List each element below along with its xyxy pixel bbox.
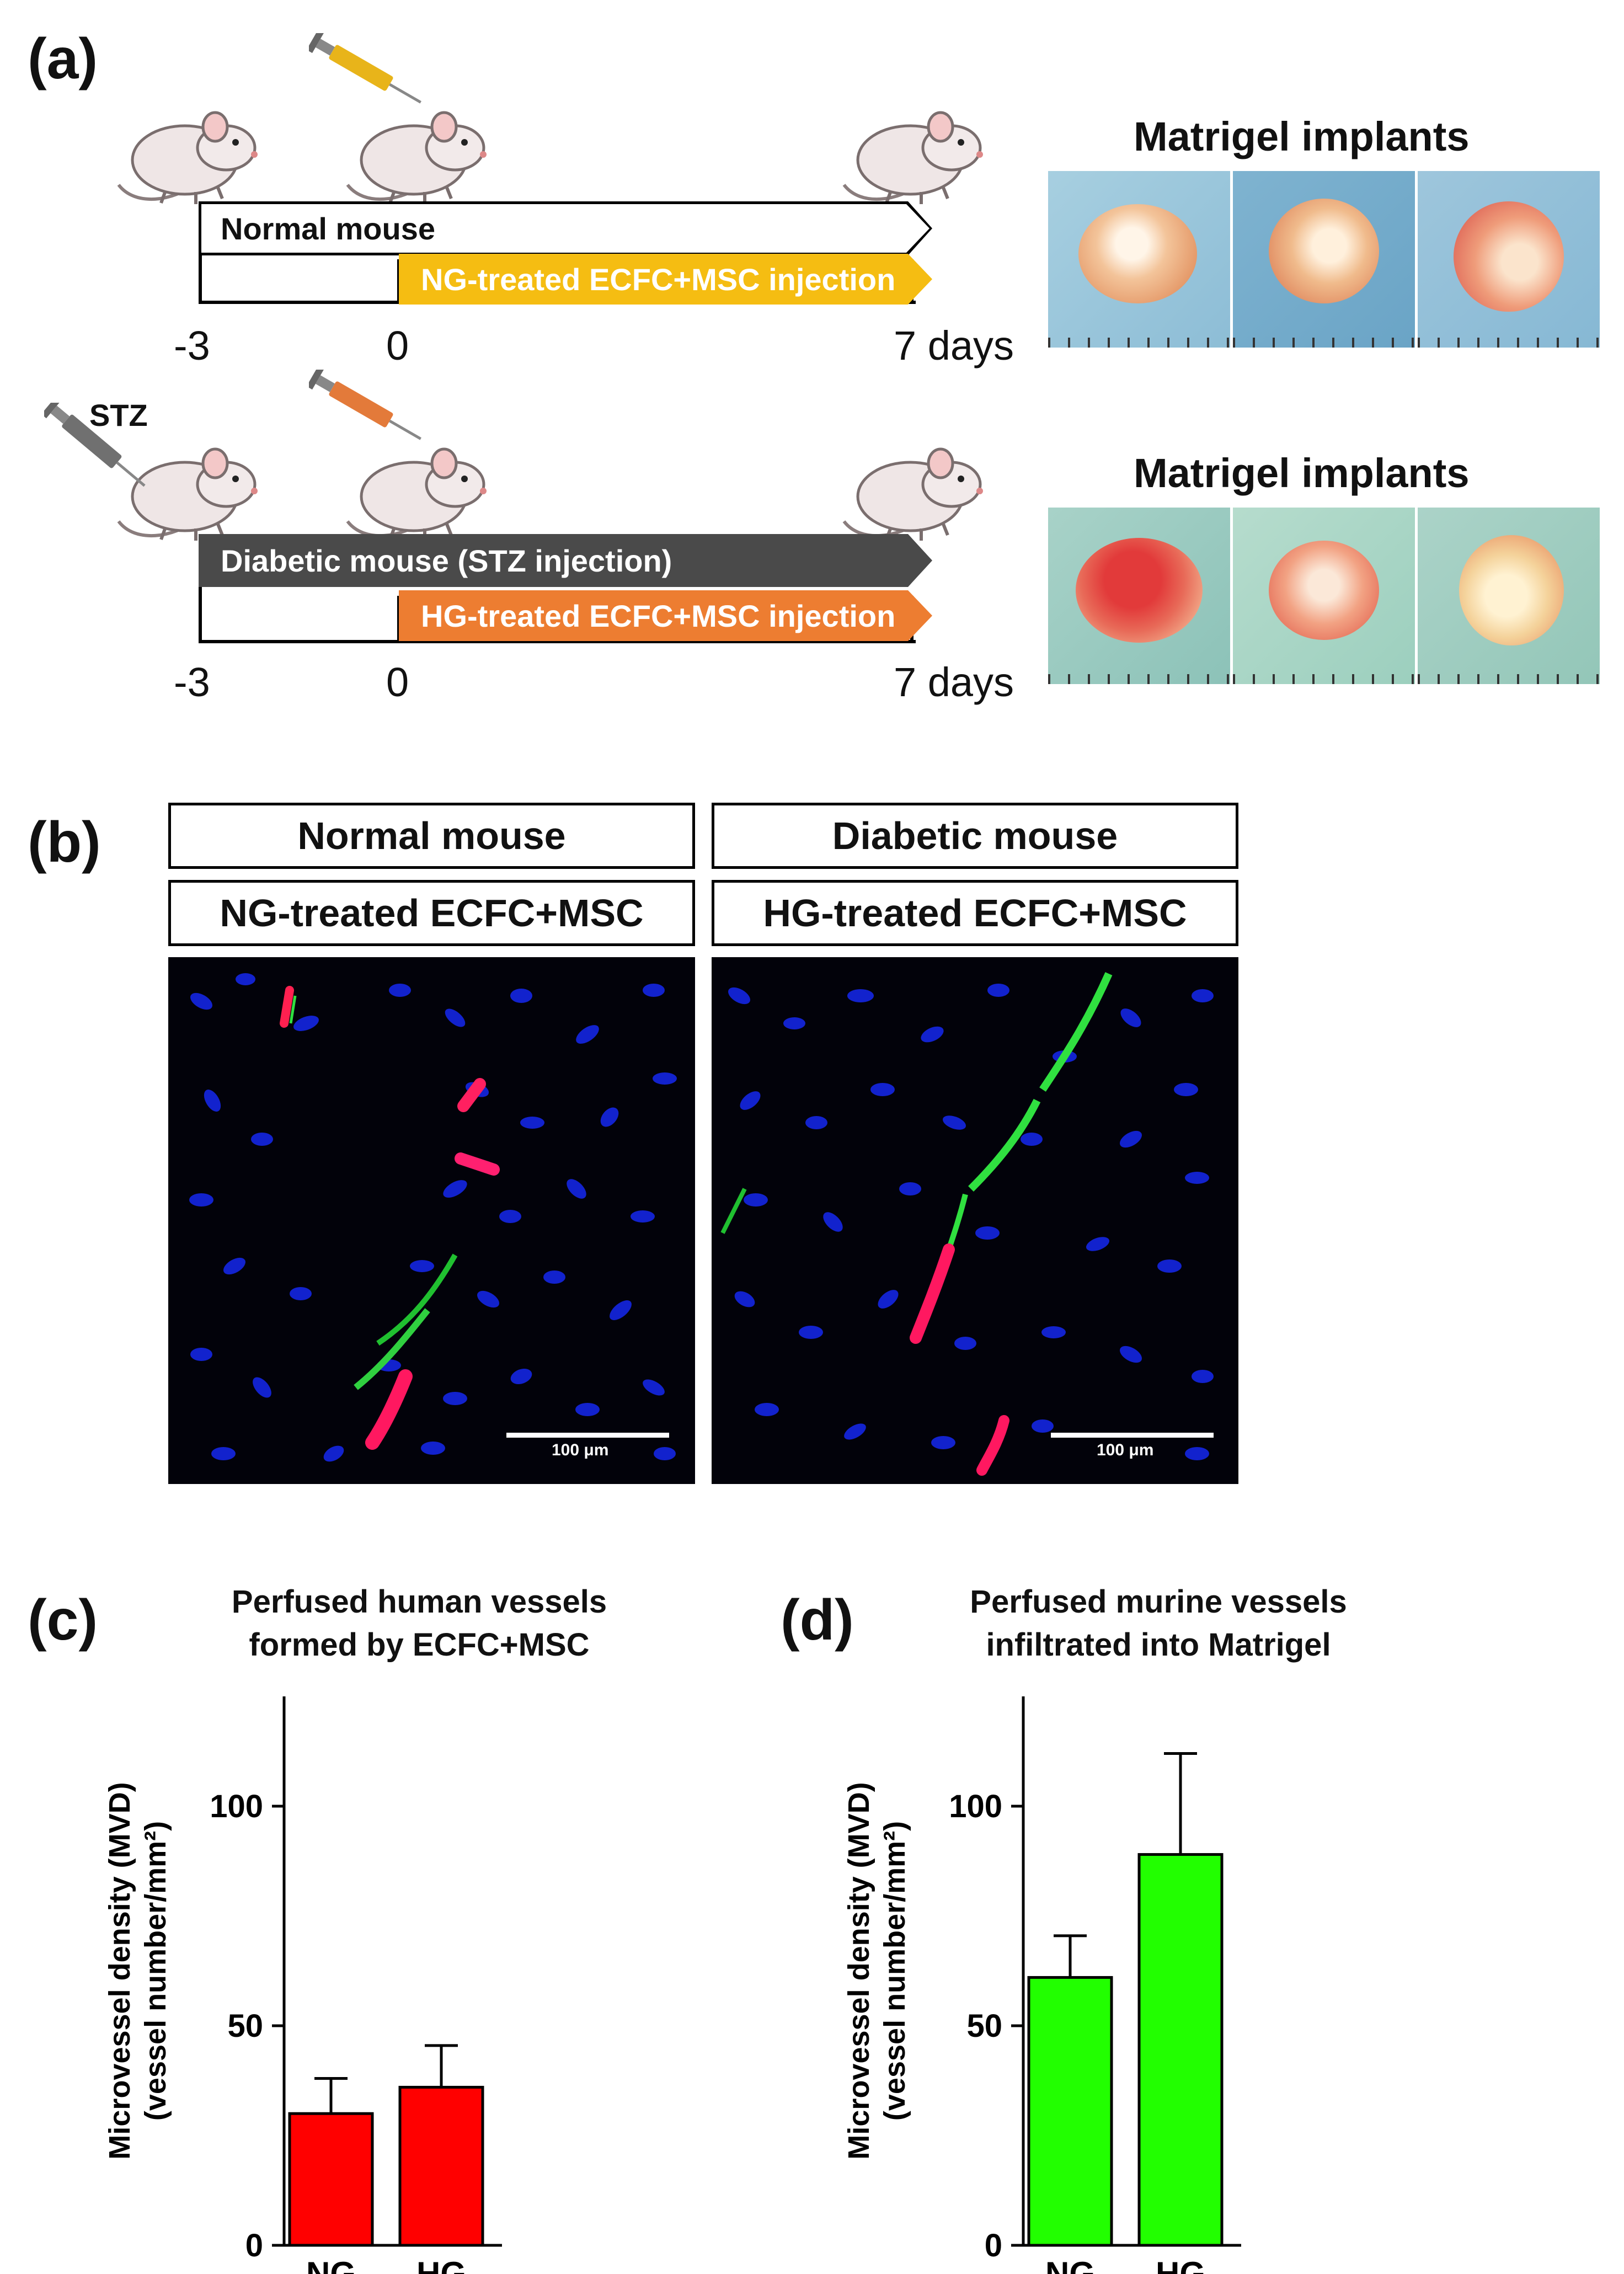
timeline-tick: [199, 557, 202, 643]
mouse-icon: [838, 88, 1004, 215]
category-label: NG: [1045, 2255, 1095, 2274]
y-axis-label-units: (vessel number/mm²): [139, 1821, 172, 2121]
timeline-axis: [199, 640, 916, 643]
y-axis-label: Microvessel density (MVD): [842, 1782, 875, 2159]
y-tick-label: 50: [966, 2008, 1002, 2044]
bar: [398, 2085, 484, 2247]
panel-label-d: (d): [781, 1588, 854, 1652]
matrigel-photo: [1048, 171, 1230, 348]
header-hg-treated: HG-treated ECFC+MSC: [712, 880, 1238, 946]
scale-label: 100 μm: [1097, 1441, 1154, 1459]
hg-injection-arrow: HG-treated ECFC+MSC injection: [399, 590, 932, 641]
syringe-icon: [309, 33, 452, 110]
timeline-tick: [199, 221, 202, 303]
y-tick-label: 0: [985, 2228, 1002, 2264]
bar: [288, 2112, 374, 2247]
tick-label-zero: 0: [386, 659, 409, 705]
header-normal-mouse: Normal mouse: [168, 803, 695, 869]
implants-title: Matrigel implants: [1134, 114, 1470, 159]
tick-label-start: -3: [174, 659, 210, 705]
y-tick-label: 100: [949, 1789, 1002, 1824]
mouse-icon: [838, 425, 1004, 552]
header-ng-treated: NG-treated ECFC+MSC: [168, 880, 695, 946]
normal-mouse-arrow: Normal mouse: [199, 201, 932, 255]
implants-title: Matrigel implants: [1134, 450, 1470, 496]
header-diabetic-mouse: Diabetic mouse: [712, 803, 1238, 869]
matrigel-photo: [1048, 508, 1230, 684]
ng-injection-arrow: NG-treated ECFC+MSC injection: [399, 254, 932, 305]
tick-label-end: 7 days: [894, 323, 1014, 369]
bar-chart-murine-vessels: 0 50 100 Microvessel density (MVD)(vessel n…: [842, 1696, 1241, 2274]
syringe-icon: [309, 370, 452, 447]
panel-label-c: (c): [28, 1588, 98, 1652]
y-tick-label: 100: [210, 1789, 263, 1824]
y-axis-label: Microvessel density (MVD): [103, 1782, 136, 2159]
chart-title-c: Perfused human vessels formed by ECFC+MS…: [231, 1584, 607, 1663]
matrigel-photo: [1418, 171, 1600, 348]
tick-label-end: 7 days: [894, 659, 1014, 705]
scale-bar: [506, 1433, 669, 1438]
matrigel-photo: [1233, 171, 1415, 348]
fluorescence-image-diabetic: [712, 957, 1238, 1484]
y-axis-label-units: (vessel number/mm²): [878, 1821, 911, 2121]
bar: [1137, 1853, 1224, 2247]
bar: [1027, 1976, 1113, 2247]
y-tick-label: 0: [245, 2228, 263, 2264]
category-label: NG: [306, 2255, 356, 2274]
bar-chart-human-vessels: 0 50 100 Microvessel density (MVD)(vessel n…: [103, 1696, 502, 2274]
y-tick-label: 50: [227, 2008, 263, 2044]
category-label: HG: [416, 2255, 466, 2274]
chart-title-d: Perfused murine vessels infiltrated into…: [970, 1584, 1347, 1663]
panel-label-b: (b): [28, 810, 101, 874]
tick-label-start: -3: [174, 323, 210, 369]
tick-label-zero: 0: [386, 323, 409, 369]
mouse-icon: [113, 88, 279, 215]
matrigel-photo: [1233, 508, 1415, 684]
fluorescence-image-normal: [168, 957, 695, 1484]
stz-label: STZ: [89, 398, 148, 433]
scale-bar: [1051, 1433, 1214, 1438]
category-label: HG: [1156, 2255, 1205, 2274]
diabetic-mouse-arrow: Diabetic mouse (STZ injection): [199, 534, 932, 587]
panel-label-a: (a): [28, 27, 98, 91]
scale-label: 100 μm: [552, 1441, 609, 1459]
matrigel-photo: [1418, 508, 1600, 684]
